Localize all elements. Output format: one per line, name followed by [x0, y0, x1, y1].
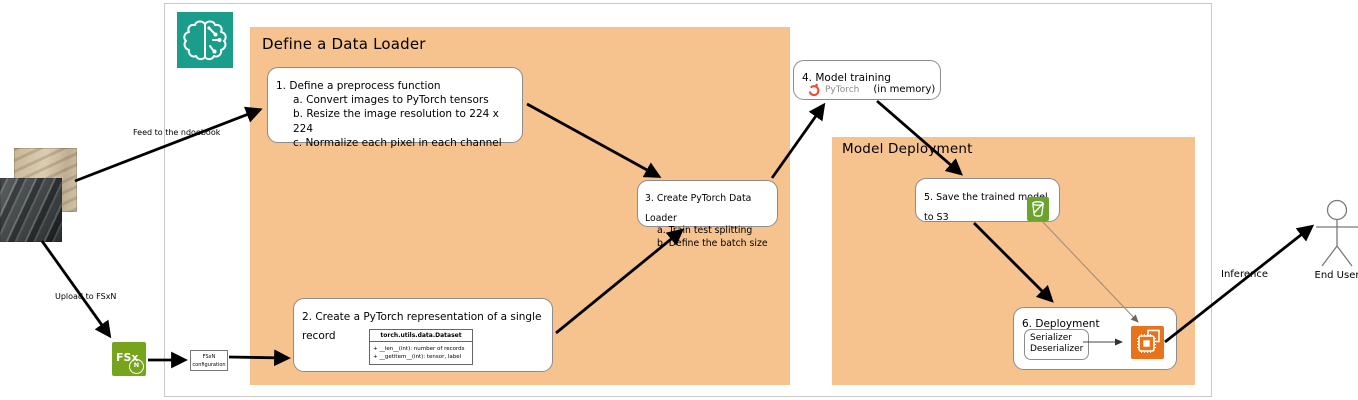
s3-bucket-icon	[1027, 197, 1049, 221]
serializer-line: Deserializer	[1030, 344, 1084, 355]
node-dataloader-title: 3. Create PyTorch Data Loader	[645, 193, 752, 224]
upload-to-fsxn-label: Upload to FSxN	[55, 292, 117, 301]
node-model-training: 4. Model training PyTorch (in memory)	[793, 60, 941, 100]
person-icon	[1316, 199, 1358, 267]
dataset-uml-table: torch.utils.data.Dataset + __len__(int):…	[369, 329, 473, 365]
sagemaker-endpoint-icon	[1131, 326, 1164, 359]
node-dataloader-item: a. Train test splitting	[657, 225, 753, 237]
fsxn-config-note: FSxN configuration	[190, 350, 228, 371]
fsx-ontap-n-badge: N	[129, 359, 144, 374]
node-save-model-s3: 5. Save the trained model to S3	[915, 178, 1060, 223]
sagemaker-icon	[177, 12, 233, 68]
feed-to-notebook-label: Feed to the ndoebook	[133, 128, 221, 137]
node-single-record: 2. Create a PyTorch representation of a …	[293, 298, 553, 372]
fsxn-config-line: FSxN	[202, 354, 216, 360]
uml-method-row: + __len__(int): number of records	[373, 346, 465, 352]
node-deployment: 6. Deployment Serializer Deserializer	[1013, 307, 1177, 370]
node-save-model-title: 5. Save the trained model to S3	[924, 192, 1048, 223]
in-memory-note: (in memory)	[873, 84, 936, 95]
uml-class-name: torch.utils.data.Dataset	[370, 330, 472, 342]
tire-photo-front	[0, 178, 62, 242]
data-loader-panel-title: Define a Data Loader	[262, 35, 426, 53]
end-user-label: End User	[1314, 270, 1358, 281]
model-deployment-panel-title: Model Deployment	[842, 141, 973, 157]
serializer-line: Serializer	[1030, 333, 1072, 343]
node-single-record-title: 2. Create a PyTorch representation of a …	[302, 311, 542, 343]
node-preprocess-title: 1. Define a preprocess function	[276, 80, 441, 92]
uml-method-row: + __getitem__(int): tensor, label	[373, 354, 462, 361]
node-pytorch-dataloader: 3. Create PyTorch Data Loader a. Train t…	[637, 180, 778, 249]
serializer-box: Serializer Deserializer	[1024, 329, 1090, 360]
pytorch-wordmark: PyTorch	[825, 84, 860, 95]
fsxn-config-line: configuration	[192, 361, 226, 368]
fsx-icon: FSx N	[112, 342, 146, 376]
pytorch-icon	[807, 82, 821, 97]
node-preprocess-item: a. Convert images to PyTorch tensors	[293, 94, 489, 107]
node-preprocess-item: c. Normalize each pixel in each channel	[293, 136, 502, 149]
node-model-training-title: 4. Model training	[802, 72, 891, 84]
node-preprocess-function: 1. Define a preprocess function a. Conve…	[267, 67, 523, 149]
node-dataloader-item: b. Define the batch size	[657, 237, 768, 249]
end-user-figure: End User	[1312, 198, 1358, 286]
inference-label: Inference	[1221, 269, 1268, 280]
node-preprocess-item: b. Resize the image resolution to 224 x …	[293, 108, 499, 135]
